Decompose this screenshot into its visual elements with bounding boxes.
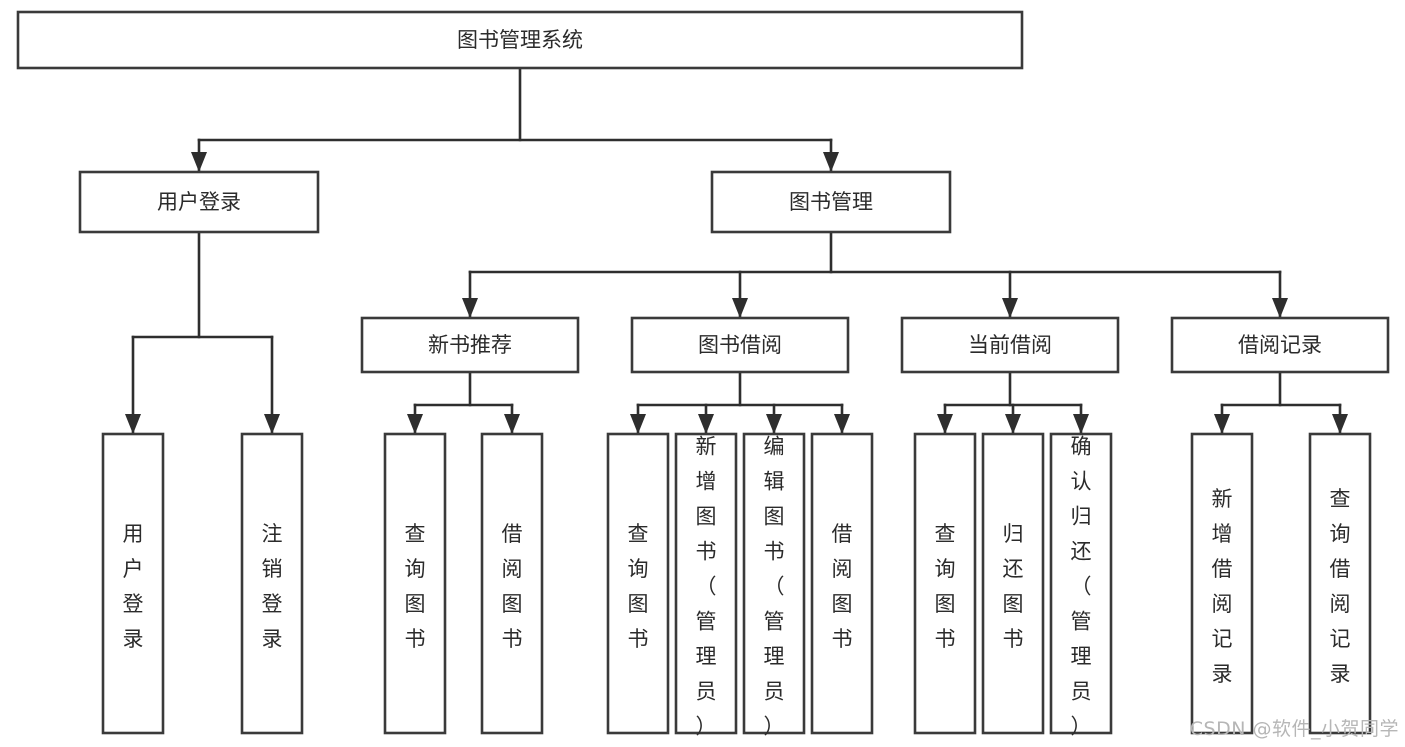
- node-label: 编辑图书（管理员）: [764, 434, 785, 738]
- node-label: 图书借阅: [698, 333, 782, 357]
- node-nb-query-book[interactable]: 查询图书: [383, 432, 447, 735]
- node-box: [1049, 432, 1113, 735]
- arrow-head-icon: [1002, 298, 1018, 318]
- node-cb-confirm-return[interactable]: 确认归还（管理员）: [1049, 432, 1113, 738]
- node-box: [1190, 432, 1254, 735]
- node-box: [480, 432, 544, 735]
- node-bb-add-book[interactable]: 新增图书（管理员）: [674, 432, 738, 738]
- arrow-head-icon: [823, 152, 839, 172]
- node-box: [710, 170, 952, 234]
- node-label: 图书管理系统: [457, 28, 583, 52]
- node-box: [78, 170, 320, 234]
- arrow-head-icon: [937, 414, 953, 434]
- arrow-head-icon: [766, 414, 782, 434]
- node-label: 新增图书（管理员）: [696, 434, 717, 738]
- node-layer: 图书管理系统用户登录用户登录注销登录图书管理新书推荐查询图书借阅图书图书借阅查询…: [16, 10, 1390, 738]
- node-label: 注销登录: [262, 522, 283, 651]
- node-box: [240, 432, 304, 735]
- connector-layer: [125, 66, 1348, 436]
- arrow-head-icon: [264, 414, 280, 434]
- node-box: [606, 432, 670, 735]
- node-label: 查询图书: [935, 522, 956, 651]
- node-box: [674, 432, 738, 735]
- node-label: 用户登录: [123, 522, 144, 651]
- arrow-head-icon: [834, 414, 850, 434]
- node-bb-query-book[interactable]: 查询图书: [606, 432, 670, 735]
- node-borrow-record[interactable]: 借阅记录: [1170, 316, 1390, 374]
- node-book-borrow[interactable]: 图书借阅: [630, 316, 850, 374]
- node-box: [101, 432, 165, 735]
- node-box: [1170, 316, 1390, 374]
- node-bb-edit-book[interactable]: 编辑图书（管理员）: [742, 432, 806, 738]
- node-label: 借阅图书: [832, 522, 853, 651]
- arrow-head-icon: [1005, 414, 1021, 434]
- node-br-query-record[interactable]: 查询借阅记录: [1308, 432, 1372, 735]
- arrow-head-icon: [1332, 414, 1348, 434]
- node-label: 借阅记录: [1238, 333, 1322, 357]
- node-box: [900, 316, 1120, 374]
- node-label: 图书管理: [789, 190, 873, 214]
- node-user-login[interactable]: 用户登录: [78, 170, 320, 234]
- node-label: 确认归还（管理员）: [1071, 434, 1092, 738]
- node-br-add-record[interactable]: 新增借阅记录: [1190, 432, 1254, 735]
- node-box: [16, 10, 1024, 70]
- arrow-head-icon: [191, 152, 207, 172]
- node-box: [810, 432, 874, 735]
- node-label: 归还图书: [1003, 522, 1024, 651]
- node-box: [981, 432, 1045, 735]
- arrow-head-icon: [1073, 414, 1089, 434]
- node-nb-borrow-book[interactable]: 借阅图书: [480, 432, 544, 735]
- node-label: 用户登录: [157, 190, 241, 214]
- arrow-head-icon: [504, 414, 520, 434]
- node-label: 查询图书: [628, 522, 649, 651]
- node-bb-borrow-book[interactable]: 借阅图书: [810, 432, 874, 735]
- node-root[interactable]: 图书管理系统: [16, 10, 1024, 70]
- node-label: 新增借阅记录: [1212, 487, 1233, 686]
- node-label: 新书推荐: [428, 333, 512, 357]
- node-box: [913, 432, 977, 735]
- node-cb-query-book[interactable]: 查询图书: [913, 432, 977, 735]
- node-box: [742, 432, 806, 735]
- node-label: 借阅图书: [502, 522, 523, 651]
- arrow-head-icon: [1214, 414, 1230, 434]
- node-box: [630, 316, 850, 374]
- node-box: [1308, 432, 1372, 735]
- arrow-head-icon: [407, 414, 423, 434]
- node-user-login-do[interactable]: 用户登录: [101, 432, 165, 735]
- node-book-manage[interactable]: 图书管理: [710, 170, 952, 234]
- node-label: 查询图书: [405, 522, 426, 651]
- node-box: [360, 316, 580, 374]
- node-new-book-recommend[interactable]: 新书推荐: [360, 316, 580, 374]
- arrow-head-icon: [732, 298, 748, 318]
- arrow-head-icon: [125, 414, 141, 434]
- node-current-borrow[interactable]: 当前借阅: [900, 316, 1120, 374]
- arrow-head-icon: [462, 298, 478, 318]
- arrow-head-icon: [630, 414, 646, 434]
- node-box: [383, 432, 447, 735]
- node-user-logout[interactable]: 注销登录: [240, 432, 304, 735]
- node-label: 查询借阅记录: [1330, 487, 1351, 686]
- arrow-head-icon: [698, 414, 714, 434]
- node-label: 当前借阅: [968, 333, 1052, 357]
- node-cb-return-book[interactable]: 归还图书: [981, 432, 1045, 735]
- arrow-head-icon: [1272, 298, 1288, 318]
